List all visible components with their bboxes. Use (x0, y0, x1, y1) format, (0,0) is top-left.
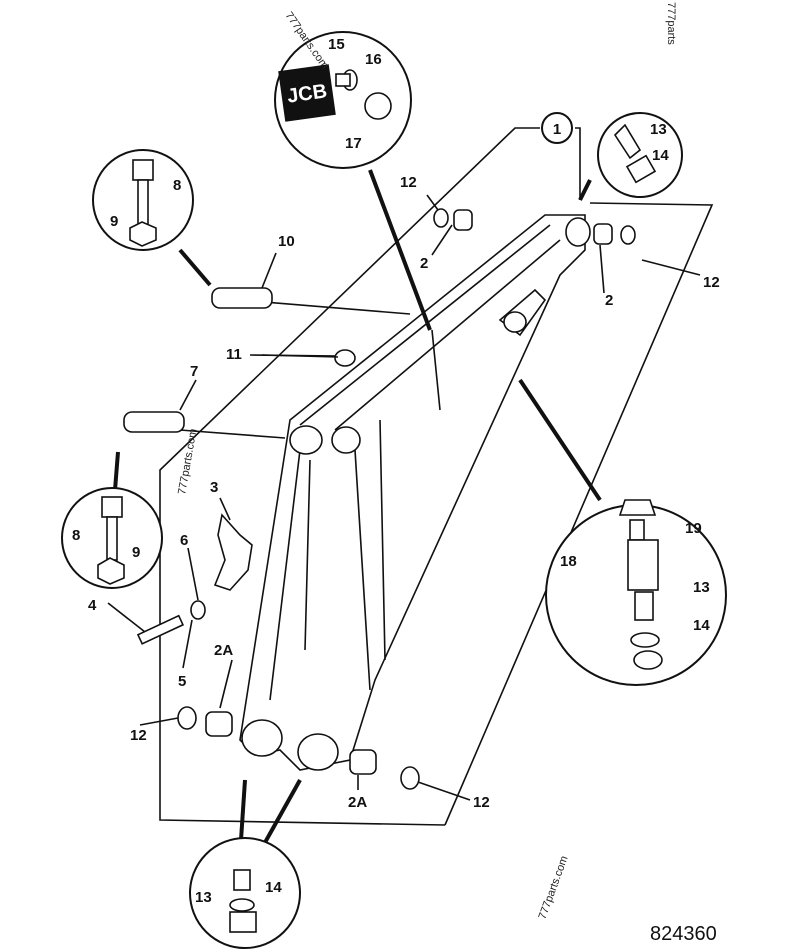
detail-circle-logo: JCB (274, 31, 412, 169)
label-12c: 12 (130, 727, 147, 744)
label-12a: 12 (400, 174, 417, 191)
label-2A-a: 2A (214, 642, 233, 659)
label-2a: 2 (420, 255, 428, 272)
label-leaders (107, 194, 701, 801)
label-14b: 14 (693, 617, 710, 634)
label-6: 6 (180, 532, 188, 549)
detail-circle-bolt-left (61, 487, 163, 589)
watermark-3: 777parts.com (176, 428, 199, 496)
label-10: 10 (278, 233, 295, 250)
label-8a: 8 (173, 177, 181, 194)
label-4: 4 (88, 597, 97, 614)
label-3: 3 (210, 479, 218, 496)
callout-circle-1: 1 (541, 112, 573, 144)
label-12b: 12 (703, 274, 720, 291)
detail-circle-adapter-right (545, 499, 727, 686)
watermark-2: 777parts (665, 2, 677, 45)
boom-arm (239, 214, 591, 771)
label-12d: 12 (473, 794, 490, 811)
reference-number: 824360 (650, 923, 717, 945)
label-9b: 9 (132, 544, 140, 561)
label-13c: 13 (195, 889, 212, 906)
label-1: 1 (553, 121, 561, 138)
label-14a: 14 (652, 147, 669, 164)
loose-parts (123, 208, 636, 790)
label-9a: 9 (110, 213, 118, 230)
label-13b: 13 (693, 579, 710, 596)
label-2A-b: 2A (348, 794, 367, 811)
label-14c: 14 (265, 879, 282, 896)
label-17: 17 (345, 135, 362, 152)
label-19: 19 (685, 520, 702, 537)
label-2b: 2 (605, 292, 613, 309)
label-8b: 8 (72, 527, 80, 544)
label-11: 11 (226, 346, 242, 363)
label-5: 5 (178, 673, 186, 690)
label-15: 15 (328, 36, 345, 53)
label-16: 16 (365, 51, 382, 68)
watermark-4: 777parts.com (537, 854, 571, 921)
label-13a: 13 (650, 121, 667, 138)
detail-circle-nipple-top (597, 112, 683, 198)
detail-circle-bolt-top (92, 149, 194, 251)
label-18: 18 (560, 553, 577, 570)
label-7: 7 (190, 363, 198, 380)
part-labels: 2 2 2A 2A 3 4 5 6 7 8 8 9 9 10 11 12 12 … (72, 36, 720, 906)
detail-circle-nipple-bottom (189, 837, 301, 949)
